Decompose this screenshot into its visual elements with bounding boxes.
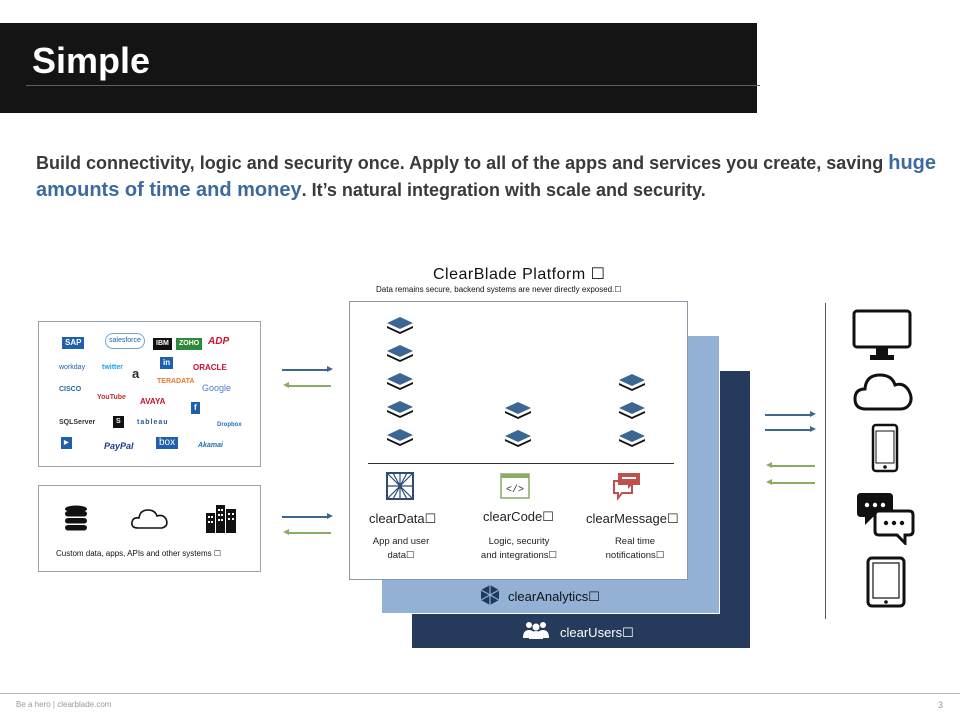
buildings-icon [206, 505, 236, 533]
page-number: 3 [938, 700, 944, 710]
cleardata-label: clearData☐ [369, 511, 437, 526]
platform-subtitle: Data remains secure, backend systems are… [376, 285, 622, 294]
slide-title: Simple [32, 40, 151, 81]
cloud-icon [131, 509, 168, 529]
layers-icon [387, 317, 413, 446]
logo-workday: workday [59, 364, 86, 371]
arrowhead-right [327, 513, 333, 519]
arrowhead-left [766, 479, 772, 485]
logo-google: Google [202, 383, 232, 393]
logo-linkedin: in [160, 357, 174, 369]
arrowhead-left [283, 529, 289, 535]
logo-salesforce: salesforce [105, 333, 145, 349]
layers-icon [619, 374, 645, 447]
title-bar [0, 23, 757, 113]
arrowhead-left [766, 462, 772, 468]
services-divider [368, 463, 674, 464]
arrow-from-platform-2 [289, 532, 331, 534]
arrow-from-platform-1 [289, 385, 331, 387]
arrowhead-right [810, 426, 816, 432]
code-icon: </> [500, 473, 530, 499]
logo-sap: SAP [62, 337, 85, 349]
logo-sqlserver: SQLServer [59, 419, 96, 426]
logo-paypal: PayPal [104, 441, 134, 451]
users-icon [523, 622, 549, 639]
intro-text-2: . It’s natural integration with scale an… [301, 180, 706, 200]
phone-icon [871, 423, 899, 473]
logo-cisco: CISCO [59, 386, 82, 393]
logo-s-plus: S [113, 416, 124, 428]
logo-teradata: TERADATA [157, 378, 195, 385]
arrow-from-devices-2 [772, 482, 815, 484]
logo-dropbox: Dropbox [217, 422, 242, 428]
custom-systems-caption: Custom data, apps, APIs and other system… [56, 549, 222, 558]
platform-title: ClearBlade Platform ☐ [433, 266, 606, 283]
data-icon [386, 472, 414, 500]
clearcode-label: clearCode☐ [483, 509, 554, 524]
arrow-to-platform-1 [282, 369, 327, 371]
arrowhead-right [810, 411, 816, 417]
logo-youtube: YouTube [97, 394, 126, 401]
cleardata-desc: App and user data☐ [372, 536, 430, 561]
logo-adp: ADP [208, 336, 230, 347]
chat-icon [857, 493, 915, 545]
logo-zoho: ZOHO [176, 338, 203, 350]
logo-twitter: twitter [102, 364, 123, 371]
logo-facebook: f [191, 402, 200, 414]
logo-oracle: ORACLE [193, 363, 227, 372]
logo-akamai: Akamai [198, 442, 223, 449]
arrowhead-left [283, 382, 289, 388]
intro-highlight: huge amounts of time and money [36, 152, 937, 201]
intro-text-1: Build connectivity, logic and security o… [36, 153, 889, 173]
cloud-device-icon [853, 373, 913, 411]
database-icon [65, 505, 87, 531]
clearmessage-desc: Real time notifications☐ [605, 536, 665, 561]
message-icon [613, 473, 640, 501]
intro-paragraph: Build connectivity, logic and security o… [36, 150, 936, 204]
analytics-icon [480, 585, 500, 605]
logo-azure: ▶ [61, 437, 72, 449]
clearusers-label: clearUsers☐ [560, 625, 634, 640]
footer-rule [0, 693, 960, 694]
arrow-to-devices-2 [765, 429, 811, 431]
logo-box: box [156, 437, 179, 449]
clearanalytics-label: clearAnalytics☐ [508, 589, 600, 604]
logo-ibm: IBM [153, 338, 172, 350]
arrow-to-devices-1 [765, 414, 811, 416]
arrow-from-devices-1 [772, 465, 815, 467]
layers-icon [505, 402, 531, 447]
monitor-icon [852, 309, 912, 360]
arrow-to-platform-2 [282, 516, 327, 518]
footer-text: Be a hero | clearblade.com [16, 700, 112, 709]
clearcode-desc: Logic, security and integrations☐ [480, 536, 558, 561]
svg-text:</>: </> [506, 484, 524, 496]
enterprise-logos-box: SAP salesforce IBM ZOHO ADP workday in O… [38, 321, 261, 467]
clearmessage-label: clearMessage☐ [586, 511, 679, 526]
arrowhead-right [327, 366, 333, 372]
devices-divider [825, 303, 826, 619]
logo-avaya: AVAYA [140, 397, 166, 406]
tablet-icon [866, 556, 906, 608]
title-rule [26, 85, 760, 86]
logo-amazon: a [132, 366, 140, 381]
logo-tableau: tableau [137, 419, 169, 426]
